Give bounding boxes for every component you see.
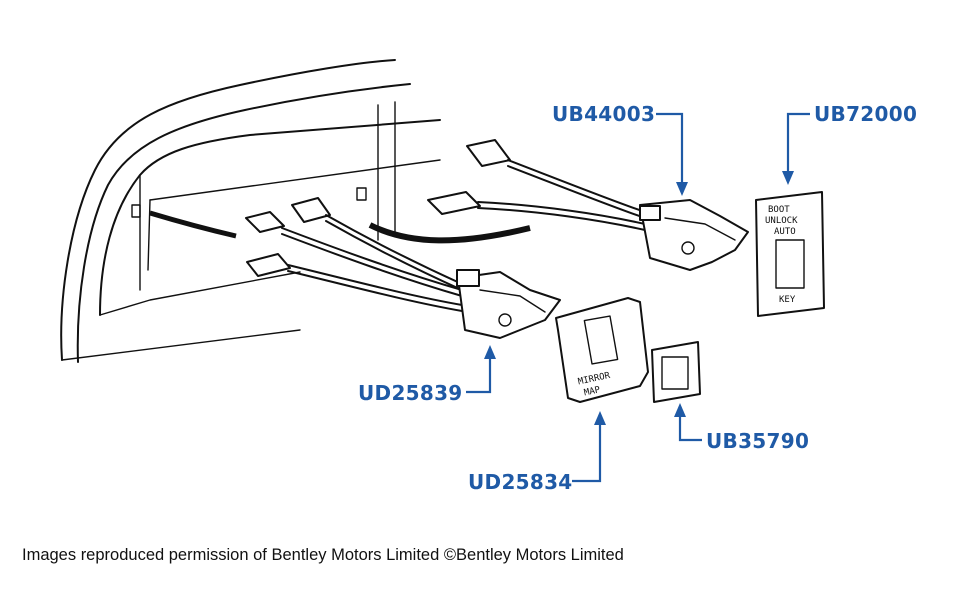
- callout-ub44003: [656, 112, 684, 185]
- switch-panel-left: MIRROR MAP: [555, 297, 649, 403]
- callout-ub35790: [678, 414, 702, 442]
- callout-ud25839: [466, 356, 492, 394]
- credit-text: Images reproduced permission of Bentley …: [22, 546, 624, 564]
- panel-right-line4: KEY: [779, 295, 796, 305]
- panel-left-line2: MAP: [583, 385, 602, 398]
- callout-ud25834: [572, 422, 602, 483]
- callout-ub72000: [786, 112, 810, 174]
- label-ub44003: UB44003: [552, 102, 656, 126]
- harness-left: [245, 197, 561, 339]
- switch-bezel: [651, 341, 701, 403]
- panel-right-line2: UNLOCK: [765, 216, 798, 226]
- label-ub35790: UB35790: [706, 429, 810, 453]
- console-panel: [60, 59, 531, 363]
- label-ud25839: UD25839: [358, 381, 463, 405]
- switch-panel-right: BOOT UNLOCK AUTO KEY: [755, 191, 825, 317]
- harness-right: [427, 139, 749, 271]
- callouts: [466, 112, 810, 483]
- label-ud25834: UD25834: [468, 470, 573, 494]
- label-ub72000: UB72000: [814, 102, 918, 126]
- panel-right-line3: AUTO: [774, 227, 796, 237]
- panel-right-line1: BOOT: [768, 205, 790, 215]
